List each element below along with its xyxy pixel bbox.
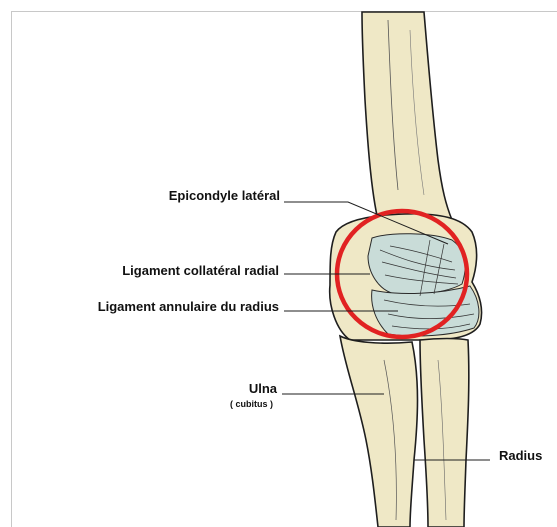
label-ulna: Ulna xyxy=(249,382,277,395)
ulna-bone xyxy=(340,336,418,527)
radius-bone xyxy=(420,339,469,527)
label-collateral-ligament: Ligament collatéral radial xyxy=(122,264,279,277)
label-cubitus: ( cubitus ) xyxy=(230,400,273,409)
label-epicondyle: Epicondyle latéral xyxy=(169,189,280,202)
radial-collateral-ligament xyxy=(368,234,465,295)
label-radius: Radius xyxy=(499,449,542,462)
humerus-bone xyxy=(362,12,452,228)
label-annular-ligament: Ligament annulaire du radius xyxy=(98,300,279,313)
